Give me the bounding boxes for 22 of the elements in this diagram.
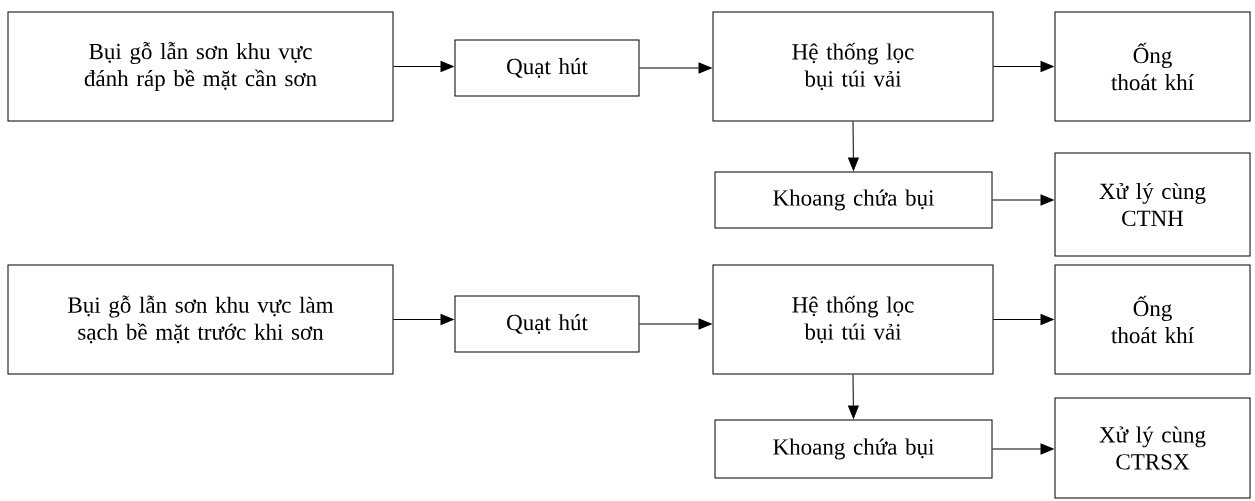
process-box: Bụi gỗ lẫn sơn khu vực đánh ráp bề mặt cần sơn (7, 11, 394, 122)
arrow (992, 194, 1054, 206)
process-box: Hệ thống lọc bụi túi vải (712, 264, 994, 375)
process-box: Bụi gỗ lẫn sơn khu vực làm sạch bề mặt trước khi sơn (7, 264, 394, 375)
arrow (847, 374, 859, 419)
process-box: Khoang chứa bụi (714, 419, 993, 479)
process-box: Hệ thống lọc bụi túi vải (712, 11, 994, 122)
arrow (992, 443, 1054, 455)
arrow (848, 121, 859, 171)
process-box: Quạt hút (454, 39, 640, 97)
arrow (993, 314, 1054, 325)
process-box: Xử lý cùng CTNH (1054, 152, 1251, 257)
process-box: Ống thoát khí (1054, 11, 1251, 122)
process-box: Quạt hút (454, 295, 640, 353)
process-box: Ống thoát khí (1054, 264, 1251, 375)
process-box: Khoang chứa bụi (714, 171, 993, 229)
arrow (393, 314, 454, 325)
arrow (993, 61, 1054, 72)
arrow (639, 318, 712, 330)
arrow (639, 62, 712, 74)
process-box: Xử lý cùng CTRSX (1054, 397, 1251, 499)
arrow (393, 61, 454, 72)
